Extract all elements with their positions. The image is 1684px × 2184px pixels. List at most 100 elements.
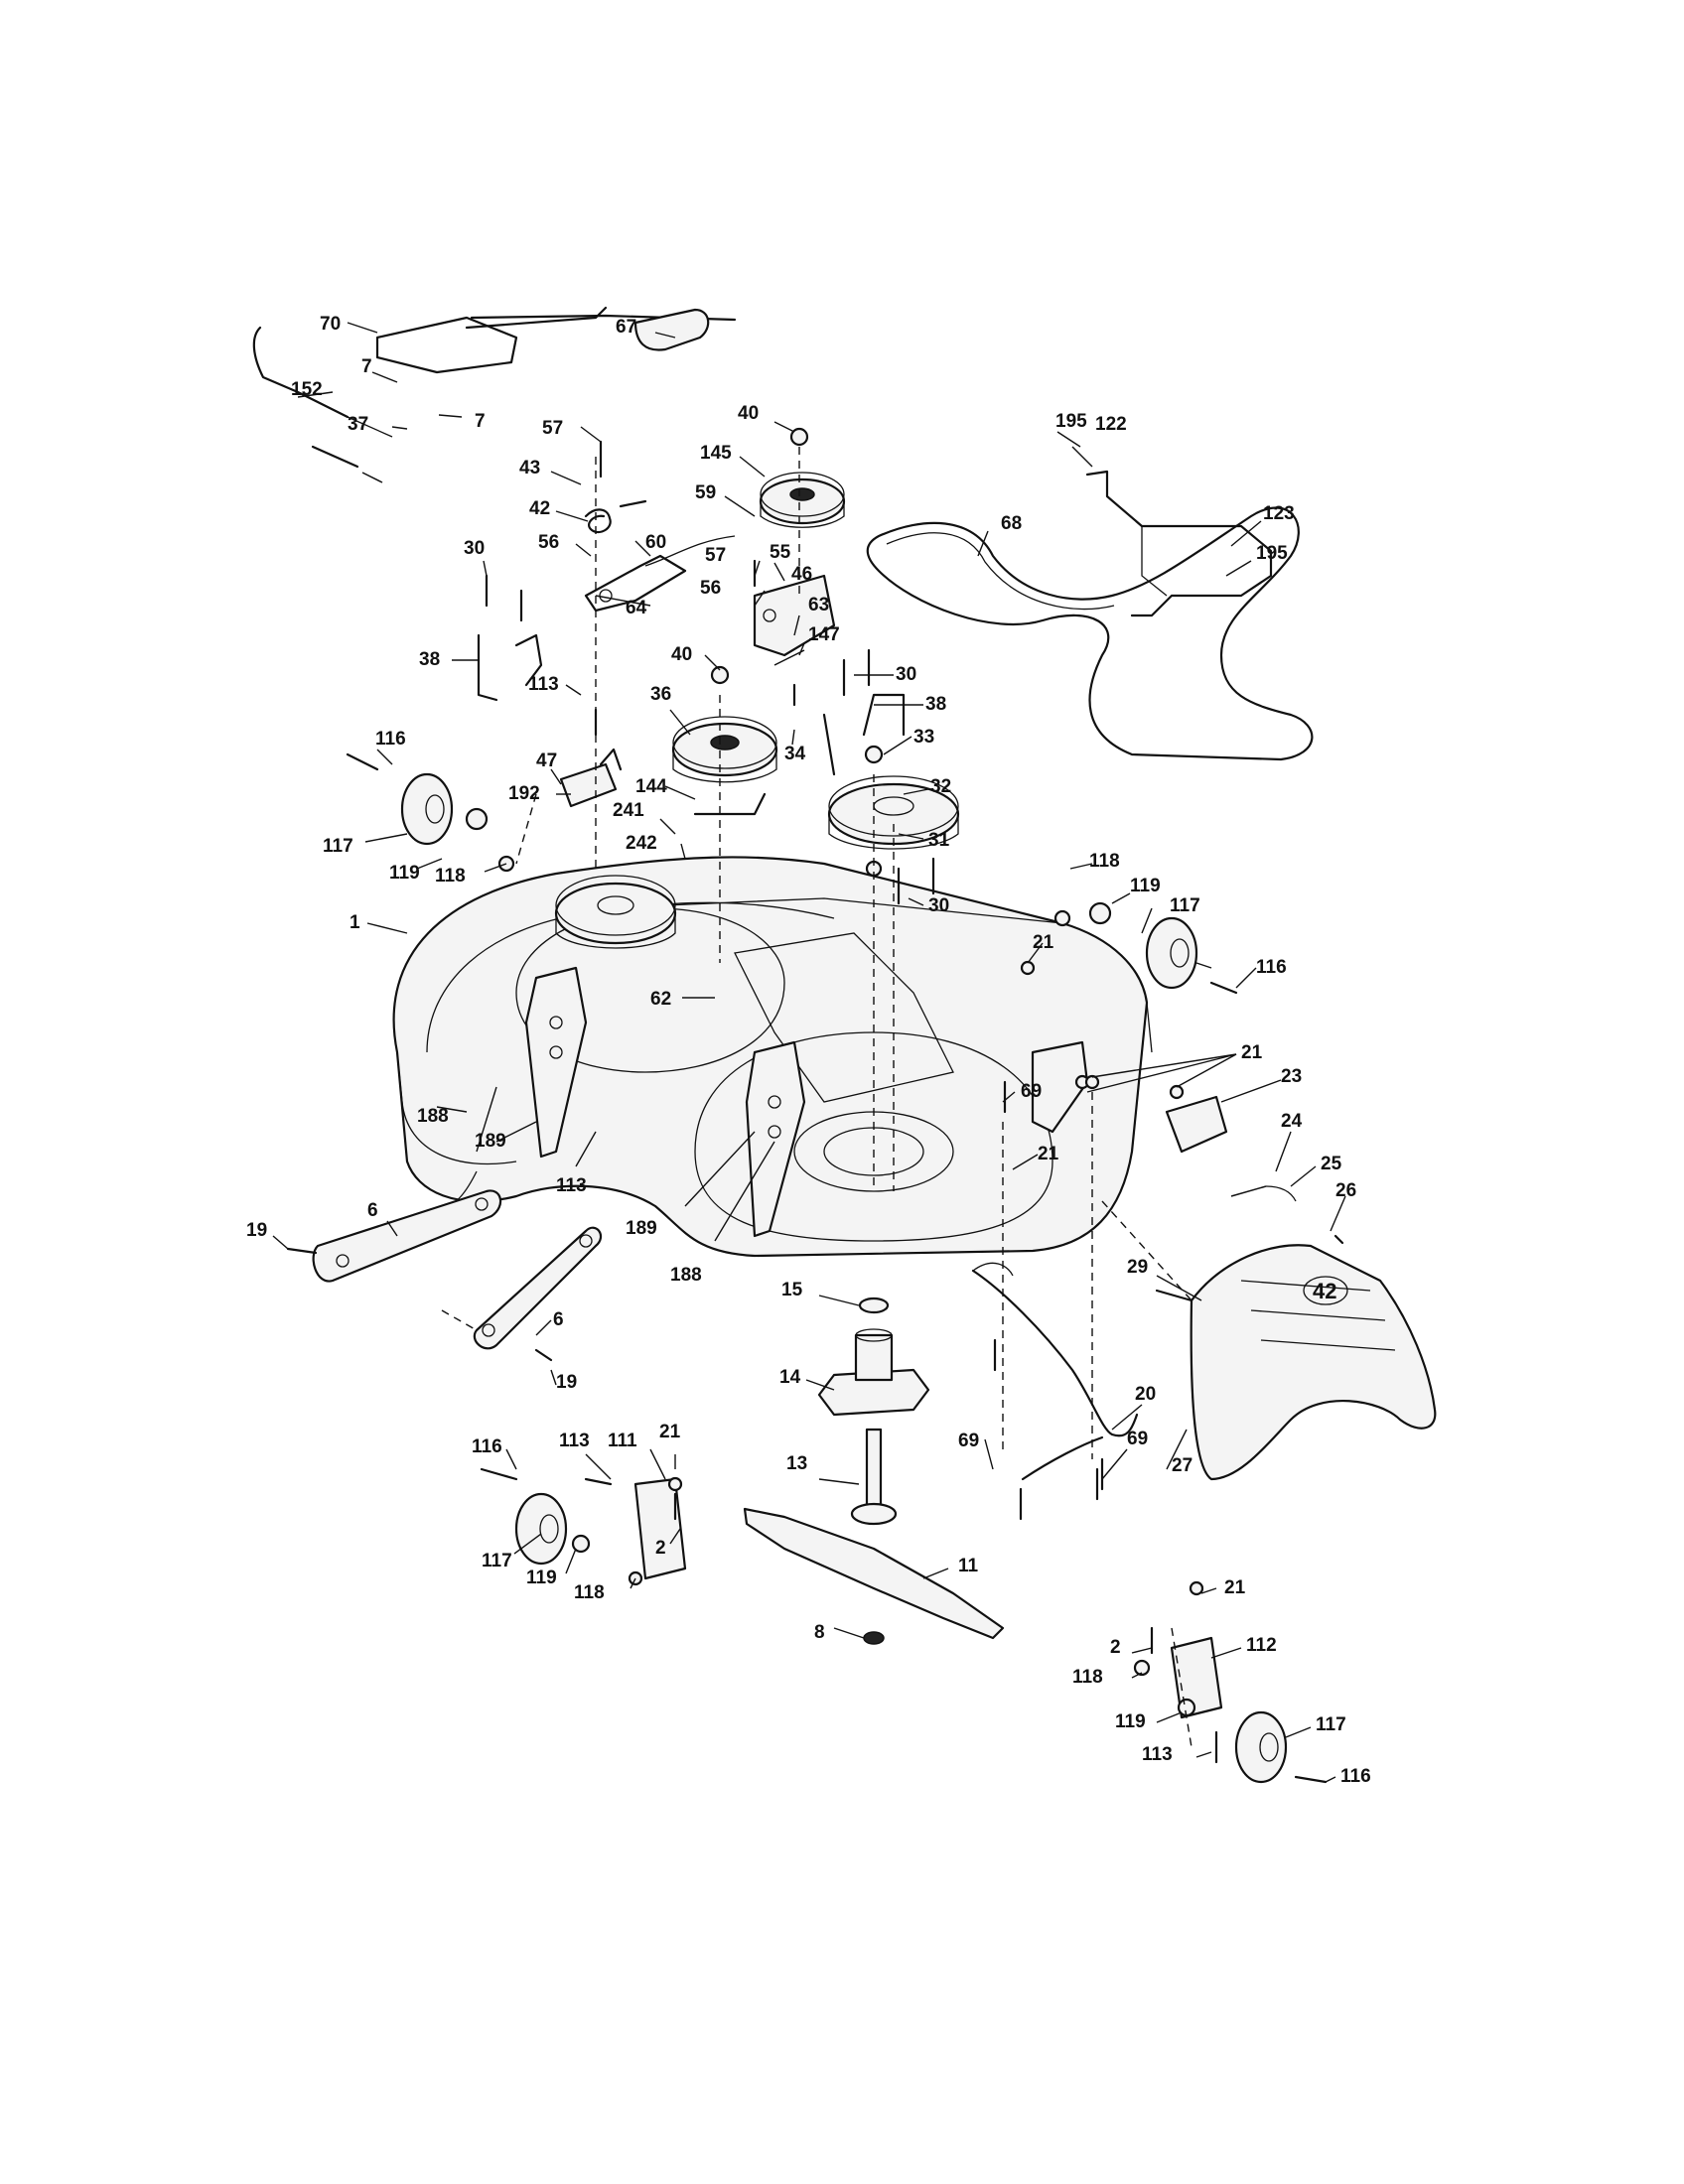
callout-15: 15 [781, 1280, 803, 1300]
callout-113a: 113 [528, 674, 559, 695]
callout-145: 145 [700, 443, 732, 464]
callout-60: 60 [645, 532, 666, 553]
callout-111: 111 [608, 1431, 637, 1451]
callout-27: 27 [1172, 1455, 1193, 1476]
callout-123: 123 [1263, 503, 1295, 524]
callout-56b: 56 [700, 578, 721, 599]
callout-21e: 21 [1224, 1577, 1246, 1598]
deck-link-6-lower [473, 1226, 603, 1350]
callout-64: 64 [626, 598, 647, 618]
callout-21d: 21 [659, 1422, 681, 1442]
hanger-bracket-mid [745, 1040, 806, 1238]
callout-113b: 113 [556, 1175, 587, 1196]
callout-20: 20 [1135, 1384, 1156, 1405]
callout-152: 152 [291, 379, 323, 400]
callout-192: 192 [508, 783, 540, 804]
callout-113d: 113 [1142, 1744, 1173, 1765]
callout-43: 43 [519, 458, 540, 478]
callout-31: 31 [928, 830, 950, 851]
callout-40a: 40 [738, 403, 759, 424]
callout-189b: 189 [626, 1218, 657, 1239]
callout-242: 242 [626, 833, 657, 854]
callout-36: 36 [650, 684, 671, 705]
spindle-housing-14 [817, 1328, 930, 1417]
callout-23: 23 [1281, 1066, 1302, 1087]
callout-69b: 69 [958, 1431, 979, 1451]
idler-pulley-145 [759, 472, 846, 528]
callout-21b: 21 [1241, 1042, 1263, 1063]
gauge-wheel-117-left-bottom [514, 1492, 568, 1566]
idler-pulley-36 [671, 716, 778, 783]
gauge-wheel-117-right-bottom [1234, 1710, 1288, 1784]
callout-34: 34 [784, 744, 806, 764]
callout-21a: 21 [1033, 932, 1054, 953]
callout-112: 112 [1246, 1635, 1277, 1656]
spring-24 [1230, 1185, 1297, 1202]
callout-113c: 113 [559, 1431, 590, 1451]
hanger-bracket-left [524, 966, 588, 1159]
callout-59: 59 [695, 482, 716, 503]
callout-56a: 56 [538, 532, 559, 553]
callout-188a: 188 [417, 1106, 449, 1127]
callout-118c: 118 [574, 1582, 605, 1603]
hardware [286, 427, 1344, 1784]
bracket-23 [1165, 1095, 1228, 1154]
callout-118b: 118 [1089, 851, 1120, 872]
callout-6a: 6 [367, 1200, 378, 1221]
bracket-47-192 [559, 748, 623, 808]
bearing-15 [858, 1297, 890, 1314]
callout-119b: 119 [1130, 876, 1161, 896]
lift-link-38-left [477, 633, 543, 702]
callout-69a: 69 [1021, 1081, 1042, 1102]
spring-147 [773, 649, 805, 666]
callout-118a: 118 [435, 866, 466, 887]
callout-118d: 118 [1072, 1667, 1103, 1688]
callout-117c: 117 [482, 1551, 512, 1571]
callout-42: 42 [529, 498, 550, 519]
callout-25: 25 [1321, 1154, 1342, 1174]
callout-29: 29 [1127, 1257, 1148, 1278]
leader-lines [272, 322, 1346, 1783]
callout-117a: 117 [323, 836, 353, 857]
callout-32: 32 [930, 776, 951, 797]
belt-guide-122 [1085, 470, 1273, 617]
bracket-144 [693, 792, 767, 816]
callout-19b: 19 [556, 1372, 577, 1393]
callout-14: 14 [779, 1367, 801, 1388]
callout-195b: 195 [1256, 543, 1288, 564]
callout-117d: 117 [1316, 1714, 1346, 1735]
blade-bolt-8 [863, 1631, 885, 1645]
callout-119c: 119 [526, 1568, 557, 1588]
callout-144: 144 [635, 776, 667, 797]
callout-241: 241 [613, 800, 644, 821]
callout-116a: 116 [375, 729, 406, 750]
callout-55: 55 [770, 542, 791, 563]
callout-7a: 7 [361, 356, 372, 377]
callout-2b: 2 [1110, 1637, 1121, 1658]
deck-size-badge: 42 [1313, 1279, 1336, 1303]
callout-46: 46 [791, 564, 812, 585]
lift-link-38-right [822, 693, 906, 776]
wheel-bracket-111 [633, 1477, 687, 1580]
callout-63: 63 [808, 595, 829, 615]
spring-42 [584, 499, 647, 534]
callout-69c: 69 [1127, 1429, 1148, 1449]
callout-116c: 116 [472, 1436, 502, 1457]
callout-117b: 117 [1170, 895, 1200, 916]
handle-67 [633, 308, 710, 351]
callout-26: 26 [1335, 1180, 1356, 1201]
callout-40b: 40 [671, 644, 692, 665]
callout-38b: 38 [925, 694, 946, 715]
callout-37: 37 [348, 414, 368, 435]
callout-13: 13 [786, 1453, 807, 1474]
callout-189a: 189 [475, 1131, 506, 1152]
callout-1: 1 [350, 912, 360, 933]
callout-2a: 2 [655, 1538, 666, 1559]
callout-47: 47 [536, 751, 557, 771]
deck-spindle-pulley [554, 875, 677, 949]
callout-labels: 70 67 7 7 152 37 57 43 42 56 60 64 40 14… [246, 314, 1371, 1787]
hanger-bracket-right [1031, 1040, 1089, 1134]
callout-11: 11 [958, 1556, 979, 1576]
callout-19a: 19 [246, 1220, 267, 1241]
